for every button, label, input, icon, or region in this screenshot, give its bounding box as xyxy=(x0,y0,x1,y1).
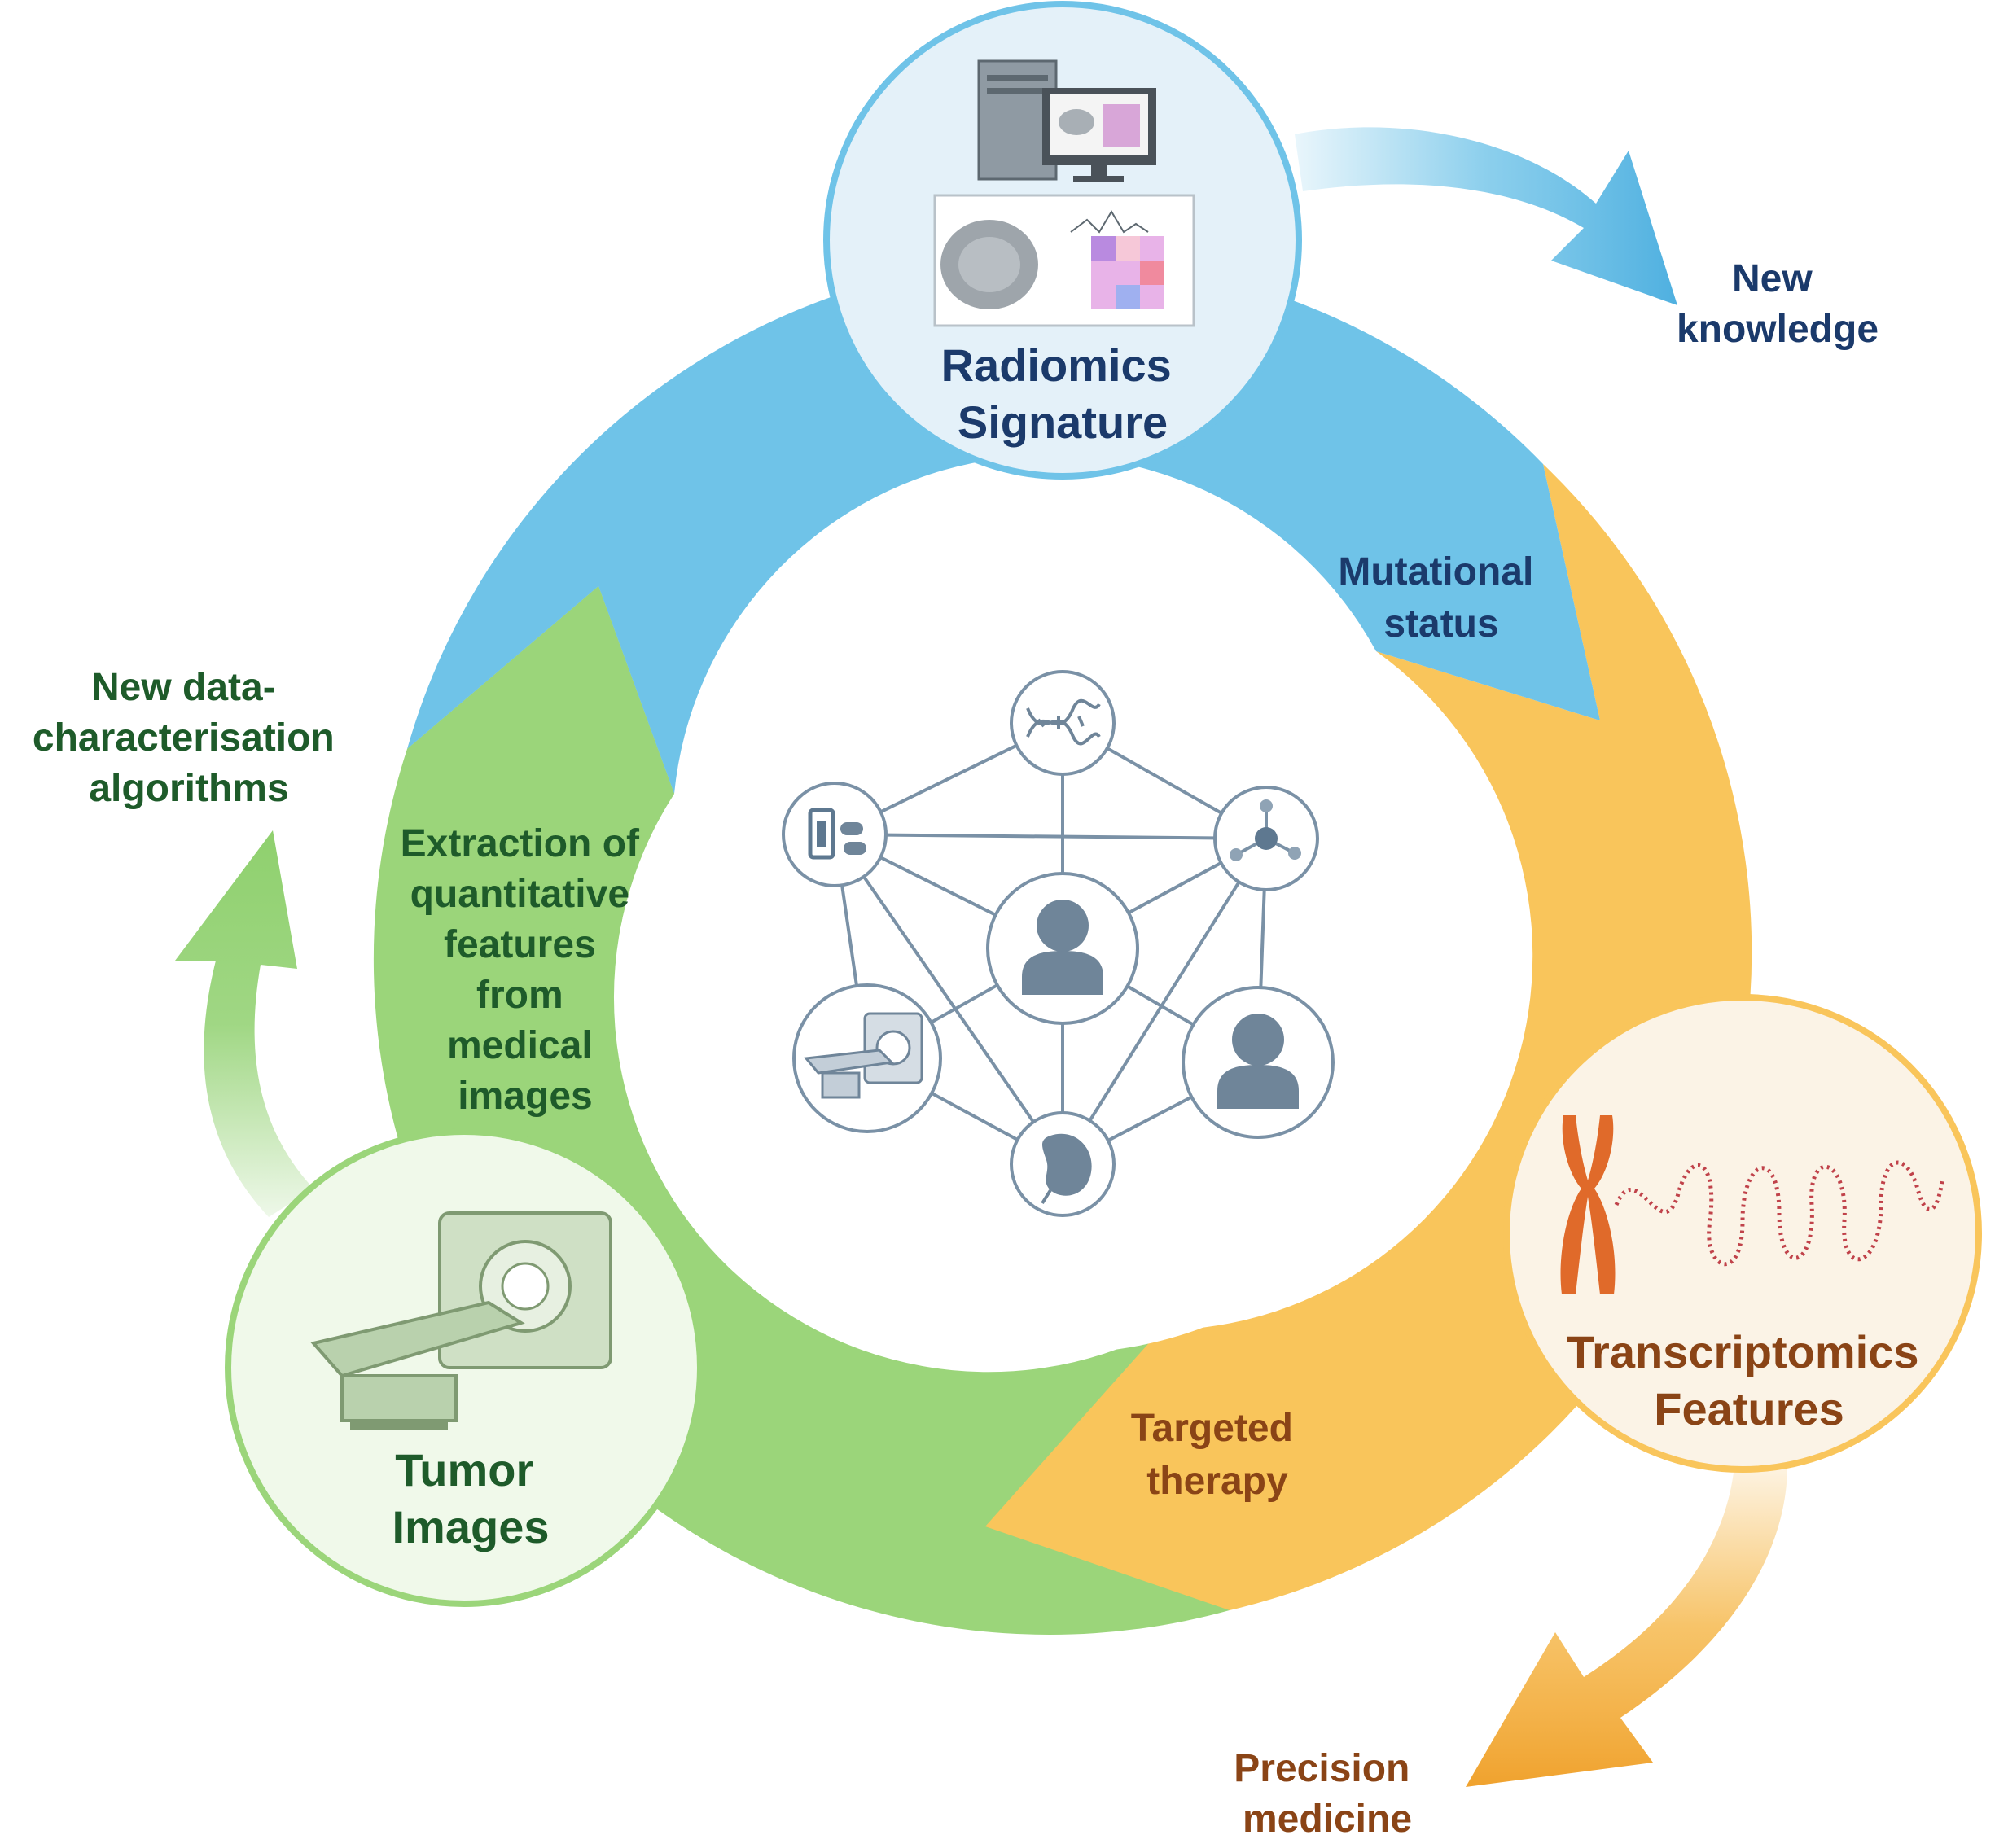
radiomics-label: Radiomics Signature xyxy=(941,339,1185,448)
mutational-status-line2: status xyxy=(1383,602,1498,646)
blue-arc-segment xyxy=(407,257,1600,794)
extraction-label: Extraction of quantitative features from… xyxy=(401,822,651,1118)
patient-icon xyxy=(1217,1014,1299,1109)
radiomics-label-line2: Signature xyxy=(958,396,1168,448)
extraction-line2: quantitative xyxy=(410,873,629,916)
dna-node xyxy=(1010,670,1116,776)
precision-medicine-line2: medicine xyxy=(1243,1798,1412,1841)
new-knowledge-line2: knowledge xyxy=(1677,308,1879,351)
targeted-therapy-label: Targeted therapy xyxy=(1131,1407,1304,1503)
precision-medicine-label: Precision medicine xyxy=(1234,1747,1420,1841)
workstation-icon xyxy=(977,59,1156,182)
medication-node xyxy=(782,782,888,887)
patient-node-right xyxy=(1182,986,1335,1139)
extraction-line3: features xyxy=(444,923,596,966)
precision-medicine-arrow xyxy=(1466,1465,1787,1787)
targeted-therapy-line1: Targeted xyxy=(1131,1407,1293,1450)
targeted-therapy-line2: therapy xyxy=(1146,1460,1288,1503)
patient-node-center xyxy=(986,872,1139,1025)
new-knowledge-arrow xyxy=(1295,127,1677,305)
new-algorithms-label: New data- characterisation algorithms xyxy=(33,666,345,810)
ct-scanner-icon xyxy=(310,1211,612,1430)
patient-icon xyxy=(1022,900,1103,995)
extraction-line6: images xyxy=(458,1075,592,1118)
radiomics-label-line1: Radiomics xyxy=(941,339,1172,391)
new-algorithms-arrow xyxy=(175,830,313,1217)
new-knowledge-line1: New xyxy=(1732,257,1813,300)
ct-scanner-node xyxy=(792,983,942,1133)
mutational-status-label: Mutational status xyxy=(1338,550,1544,646)
transcriptomics-label-line2: Features xyxy=(1654,1383,1844,1434)
extraction-line4: from xyxy=(476,974,563,1017)
molecule-icon xyxy=(1230,799,1301,861)
extraction-line5: medical xyxy=(447,1024,593,1067)
green-arc-point xyxy=(406,586,674,936)
tumor-images-node: Tumor Images xyxy=(225,1128,704,1607)
new-knowledge-label: New knowledge xyxy=(1677,257,1879,351)
precision-medicine-line1: Precision xyxy=(1234,1747,1410,1790)
extraction-line1: Extraction of xyxy=(401,822,640,865)
organ-node xyxy=(1010,1111,1116,1217)
radiomics-node: Radiomics Signature xyxy=(823,1,1302,480)
tumor-images-label-line2: Images xyxy=(392,1501,550,1552)
medication-icon xyxy=(808,808,866,860)
chromosome-icon xyxy=(1560,1115,1616,1294)
organ-icon xyxy=(1042,1133,1092,1196)
mutational-status-line1: Mutational xyxy=(1338,550,1533,593)
molecule-node xyxy=(1213,786,1319,891)
new-algorithms-line2: characterisation xyxy=(33,716,335,760)
transcriptomics-label-line1: Transcriptomics xyxy=(1567,1326,1919,1377)
tumor-images-label-line1: Tumor xyxy=(395,1444,533,1495)
new-algorithms-line1: New data- xyxy=(91,666,276,709)
transcriptomics-label: Transcriptomics Features xyxy=(1567,1326,1931,1434)
radiomics-figure-icon xyxy=(933,194,1195,327)
dna-icon xyxy=(1026,698,1101,746)
new-algorithms-line3: algorithms xyxy=(89,767,288,810)
rna-strand-icon xyxy=(1614,1160,1944,1266)
transcriptomics-node: Transcriptomics Features xyxy=(1503,994,1982,1473)
tumor-images-label: Tumor Images xyxy=(392,1444,550,1552)
ct-scanner-icon xyxy=(804,1012,923,1099)
